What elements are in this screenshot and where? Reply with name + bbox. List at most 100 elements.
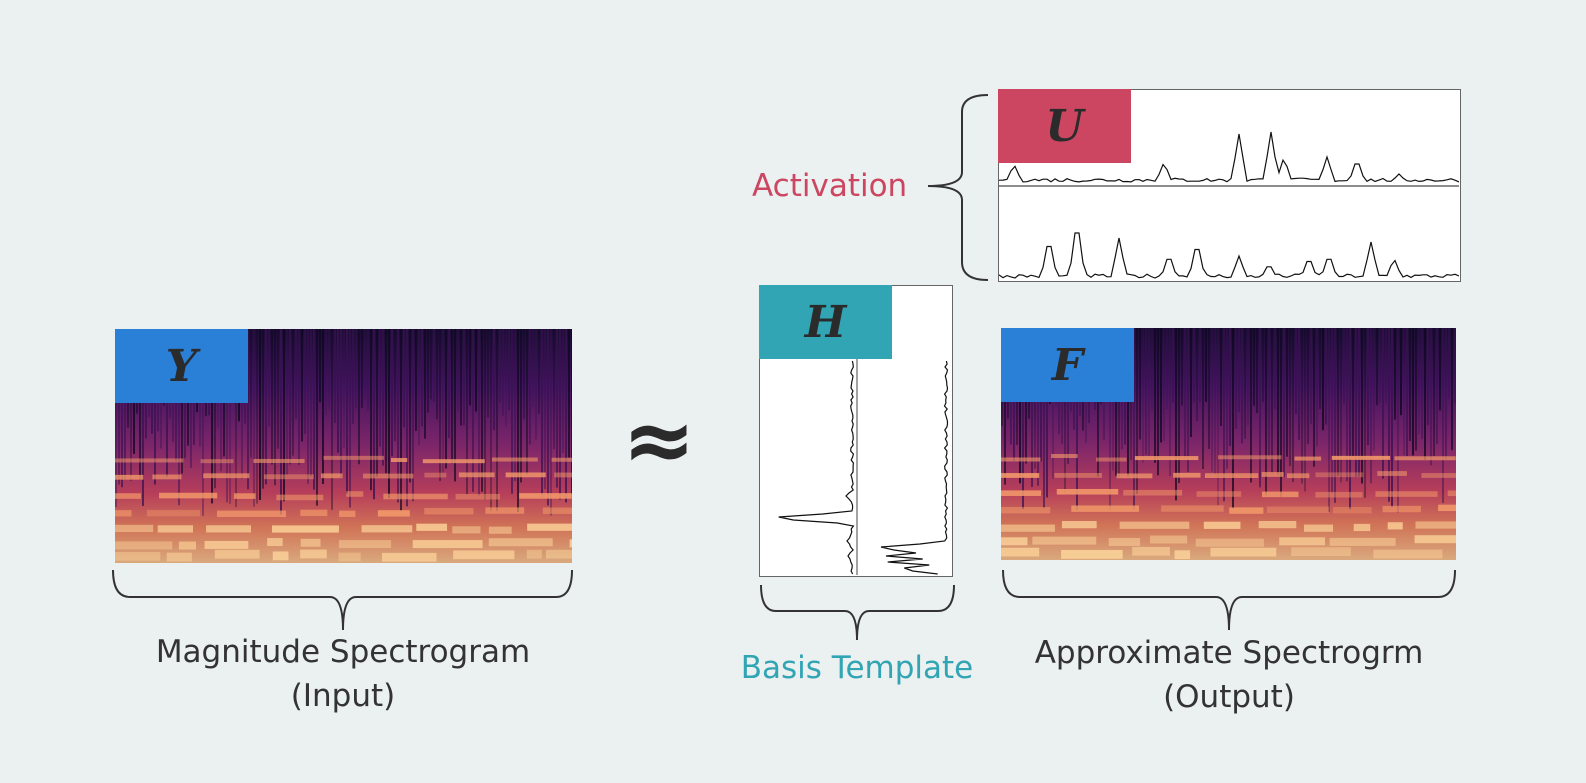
output-spectrogram-harmonic — [1051, 454, 1078, 459]
input-spectrogram-stripe — [571, 329, 572, 495]
output-spectrogram-stripe — [1142, 328, 1144, 463]
input-spectrogram-stripe — [214, 329, 216, 489]
input-spectrogram-harmonic — [271, 525, 339, 533]
input-spectrogram-stripe — [373, 329, 375, 500]
input-spectrogram-harmonic — [569, 539, 572, 548]
input-spectrogram-stripe — [334, 329, 336, 423]
output-spectrogram-stripe — [1310, 328, 1312, 424]
output-spectrogram-harmonic — [1291, 547, 1351, 557]
output-spectrogram-stripe — [1280, 328, 1282, 497]
output-spectrogram-harmonic — [1286, 473, 1310, 479]
input-spectrogram-stripe — [556, 329, 558, 488]
output-spectrogram-stripe — [1037, 328, 1039, 486]
input-spectrogram-harmonic — [453, 550, 515, 560]
input-spectrogram-harmonic — [233, 493, 256, 499]
input-spectrogram-stripe — [385, 329, 387, 474]
input-spectrogram-stripe — [349, 329, 351, 508]
output-spectrogram-harmonic — [1108, 537, 1141, 546]
input-spectrogram-harmonic — [146, 509, 200, 517]
output-spectrogram-stripe — [1127, 328, 1129, 477]
output-spectrogram-stripe — [1076, 328, 1078, 510]
activation-symbol-badge: U — [998, 89, 1131, 163]
input-spectrogram-harmonic — [422, 459, 485, 464]
output-spectrogram-harmonic — [1210, 547, 1277, 557]
output-spectrogram-stripe — [1157, 328, 1159, 476]
input-spectrogram-stripe — [226, 329, 228, 503]
input-spectrogram-harmonic — [203, 473, 250, 479]
output-label-line2: (Output) — [1163, 679, 1295, 715]
input-spectrogram-stripe — [517, 329, 519, 513]
basis-label: Basis Template — [740, 650, 974, 686]
output-spectrogram-stripe — [1184, 328, 1186, 459]
input-spectrogram-stripe — [271, 329, 273, 465]
output-spectrogram-stripe — [1118, 328, 1120, 478]
output-spectrogram-harmonic — [1096, 457, 1127, 462]
input-spectrogram-stripe — [298, 329, 300, 465]
output-spectrogram-stripe — [1181, 328, 1183, 406]
activation-trace-2 — [999, 232, 1459, 279]
output-spectrogram-stripe — [1316, 328, 1318, 447]
output-spectrogram-harmonic — [1353, 523, 1371, 532]
basis-symbol-badge: H — [759, 285, 892, 359]
input-spectrogram-harmonic — [115, 524, 154, 533]
output-symbol: F — [1051, 339, 1084, 391]
input-spectrogram-stripe — [544, 329, 546, 490]
input-spectrogram-stripe — [256, 329, 258, 504]
output-spectrogram-stripe — [1178, 328, 1180, 484]
input-spectrogram-stripe — [121, 329, 123, 488]
activation-brace — [927, 94, 989, 281]
input-spectrogram-stripe — [412, 329, 414, 502]
input-spectrogram-harmonic — [551, 457, 572, 462]
output-spectrogram-stripe — [1220, 328, 1222, 426]
input-spectrogram-harmonic — [166, 552, 192, 562]
output-spectrogram-stripe — [1415, 328, 1417, 451]
output-spectrogram-stripe — [1298, 328, 1300, 440]
input-spectrogram-harmonic — [300, 509, 328, 517]
input-spectrogram-harmonic — [424, 472, 447, 478]
input-spectrogram-harmonic — [488, 526, 512, 534]
input-spectrogram-harmonic — [152, 474, 182, 480]
input-spectrogram-stripe — [253, 329, 255, 507]
output-spectrogram-stripe — [1385, 328, 1387, 405]
input-spectrogram-stripe — [484, 329, 486, 500]
output-spectrogram-stripe — [1043, 328, 1045, 509]
input-spectrogram-stripe — [466, 329, 468, 495]
input-spectrogram-stripe — [139, 329, 141, 480]
input-spectrogram-harmonic — [115, 493, 141, 499]
output-spectrogram-stripe — [1418, 328, 1420, 435]
output-spectrogram-stripe — [1319, 328, 1321, 410]
output-spectrogram-stripe — [1019, 328, 1021, 484]
output-spectrogram-harmonic — [1387, 522, 1403, 530]
input-spectrogram-stripe — [460, 329, 462, 426]
output-spectrogram-harmonic — [1438, 504, 1456, 512]
input-spectrogram-harmonic — [545, 549, 572, 559]
output-spectrogram-harmonic — [1119, 521, 1190, 529]
input-symbol-badge: Y — [115, 329, 248, 403]
input-spectrogram-stripe — [475, 329, 477, 412]
input-spectrogram-stripe — [550, 329, 552, 516]
input-spectrogram-harmonic — [377, 510, 410, 517]
output-spectrogram-harmonic — [1229, 507, 1264, 514]
output-spectrogram-harmonic — [1071, 505, 1140, 512]
input-spectrogram-stripe — [445, 329, 447, 469]
input-spectrogram-stripe — [565, 329, 567, 503]
output-spectrogram-harmonic — [1331, 455, 1391, 460]
output-spectrogram-stripe — [1337, 328, 1339, 476]
output-spectrogram-stripe — [1355, 328, 1357, 478]
input-spectrogram-stripe — [436, 329, 438, 420]
input-spectrogram-stripe — [538, 329, 540, 414]
input-spectrogram-harmonic — [390, 458, 408, 463]
output-spectrogram-harmonic — [1134, 456, 1199, 461]
input-spectrogram-stripe — [241, 329, 243, 479]
input-spectrogram-stripe — [235, 329, 237, 508]
output-spectrogram-harmonic — [1203, 521, 1241, 529]
output-spectrogram-stripe — [1361, 328, 1363, 484]
input-spectrogram-harmonic — [159, 492, 218, 499]
output-spectrogram-stripe — [1430, 328, 1432, 466]
output-spectrogram-stripe — [1313, 328, 1315, 467]
output-spectrogram-harmonic — [1261, 472, 1284, 477]
input-spectrogram-stripe — [202, 329, 204, 516]
output-spectrogram-harmonic — [1061, 549, 1123, 559]
output-spectrogram-stripe — [1346, 328, 1348, 482]
